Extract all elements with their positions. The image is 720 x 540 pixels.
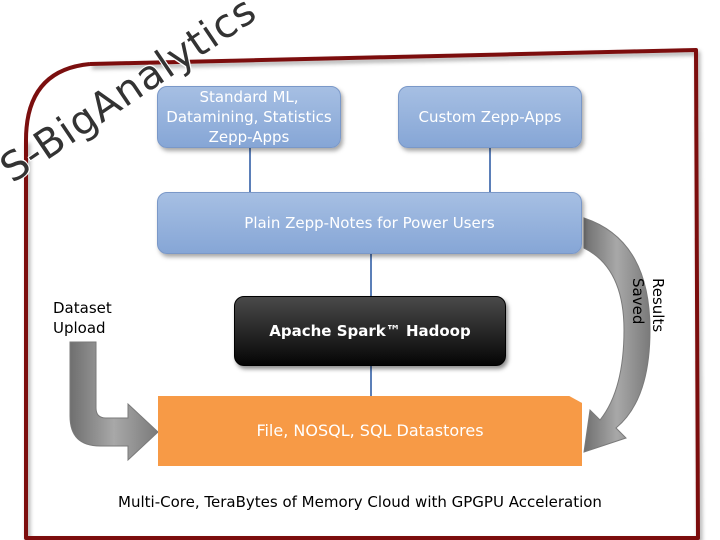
custom-zepp-apps-box: Custom Zepp-Apps — [398, 86, 582, 148]
standard-ml-box-label: Standard ML, Datamining, Statistics Zepp… — [166, 88, 332, 146]
outer-frame — [24, 48, 700, 540]
results-saved-arrow — [583, 217, 651, 453]
apache-spark-box-label: Apache Spark™ Hadoop — [269, 322, 471, 340]
standard-ml-box: Standard ML, Datamining, Statistics Zepp… — [157, 86, 341, 148]
dataset-upload-arrow — [69, 341, 159, 462]
zepp-notes-box-label: Plain Zepp-Notes for Power Users — [244, 214, 495, 232]
results-saved-label: Results Saved — [629, 278, 667, 333]
apache-spark-box: Apache Spark™ Hadoop — [234, 296, 506, 366]
datastores-box-label: File, NOSQL, SQL Datastores — [256, 421, 484, 440]
custom-zepp-apps-box-label: Custom Zepp-Apps — [418, 108, 562, 126]
footer-caption: Multi-Core, TeraBytes of Memory Cloud wi… — [118, 493, 602, 511]
outer-frame-corner — [24, 62, 91, 141]
dataset-upload-label: Dataset Upload — [53, 299, 112, 337]
zepp-notes-box: Plain Zepp-Notes for Power Users — [157, 192, 582, 254]
datastores-box: File, NOSQL, SQL Datastores — [158, 396, 582, 466]
